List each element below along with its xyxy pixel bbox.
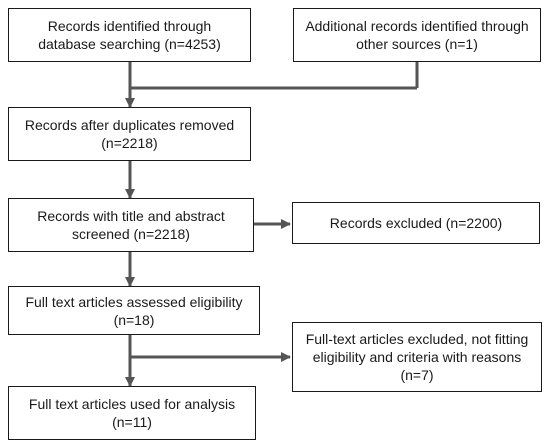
node-fulltext-excluded-text: Full-text articles excluded, not fitting… xyxy=(306,330,529,384)
node-deduplicated-line-1: Records after duplicates removed xyxy=(24,117,235,133)
node-screened: Records with title and abstract screened… xyxy=(8,198,254,252)
node-assessed-line-2: (n=18) xyxy=(113,311,155,328)
node-deduplicated: Records after duplicates removed (n=2218… xyxy=(8,107,251,161)
node-assessed-line-1: Full text articles assessed eligibility xyxy=(25,293,243,310)
node-deduplicated-text: Records after duplicates removed (n=2218… xyxy=(25,116,234,152)
node-identified-line-2: database searching (n=4253) xyxy=(38,36,221,52)
node-additional-line-2: other sources (n=1) xyxy=(356,36,478,52)
node-assessed: Full text articles assessed eligibility … xyxy=(8,286,260,335)
node-deduplicated-line-2: (n=2218) xyxy=(101,135,158,151)
node-used-line-2: (n=11) xyxy=(112,414,152,430)
node-screened-text: Records with title and abstract screened… xyxy=(37,207,225,243)
node-fulltext-excluded-line-3: (n=7) xyxy=(400,367,434,383)
node-fulltext-excluded-line-2: eligibility and criteria with reasons xyxy=(312,349,522,365)
node-screened-line-1: Records with title and abstract xyxy=(37,208,225,224)
node-used-text: Full text articles used for analysis (n=… xyxy=(29,395,235,431)
node-excluded-line-1: Records excluded (n=2200) xyxy=(329,215,503,231)
node-identified: Records identified through database sear… xyxy=(8,8,251,62)
node-excluded-text: Records excluded (n=2200) xyxy=(330,214,502,232)
node-screened-line-2: screened (n=2218) xyxy=(72,226,190,242)
node-assessed-text: Full text articles assessed eligibility … xyxy=(25,293,242,329)
node-used-line-1: Full text articles used for analysis xyxy=(28,396,236,412)
node-additional-line-1: Additional records identified through xyxy=(305,18,529,34)
node-excluded: Records excluded (n=2200) xyxy=(292,202,540,244)
node-additional: Additional records identified through ot… xyxy=(293,8,541,62)
node-additional-text: Additional records identified through ot… xyxy=(305,17,528,53)
node-fulltext-excluded-line-1: Full-text articles excluded, not fitting xyxy=(305,331,529,347)
node-identified-line-1: Records identified through xyxy=(47,18,212,34)
node-fulltext-excluded: Full-text articles excluded, not fitting… xyxy=(292,322,542,392)
node-used: Full text articles used for analysis (n=… xyxy=(8,386,256,440)
node-identified-text: Records identified through database sear… xyxy=(38,17,221,53)
